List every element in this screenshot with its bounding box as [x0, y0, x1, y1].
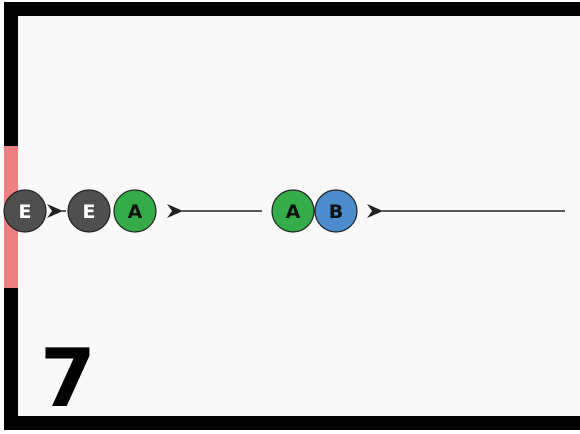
left-wall-lower [4, 288, 18, 430]
token-circle [271, 189, 315, 233]
token-group-2: A B [271, 189, 358, 233]
token-circle [67, 189, 111, 233]
token-a-1[interactable]: A [113, 189, 157, 233]
token-label: A [286, 201, 301, 223]
token-circle [3, 189, 47, 233]
token-e-1[interactable]: E [3, 189, 47, 233]
bottom-wall [4, 416, 580, 430]
token-label: B [329, 201, 343, 223]
token-b-1[interactable]: B [314, 189, 358, 233]
token-label: E [19, 201, 32, 223]
token-label: E [83, 201, 96, 223]
left-wall-upper [4, 2, 18, 146]
token-label: A [128, 201, 143, 223]
token-group-1: E E A [3, 189, 157, 233]
token-circle [113, 189, 157, 233]
level-number: 7 [40, 332, 96, 425]
token-circle [314, 189, 358, 233]
token-e-2[interactable]: E [67, 189, 111, 233]
token-a-2[interactable]: A [271, 189, 315, 233]
top-wall [4, 2, 580, 16]
